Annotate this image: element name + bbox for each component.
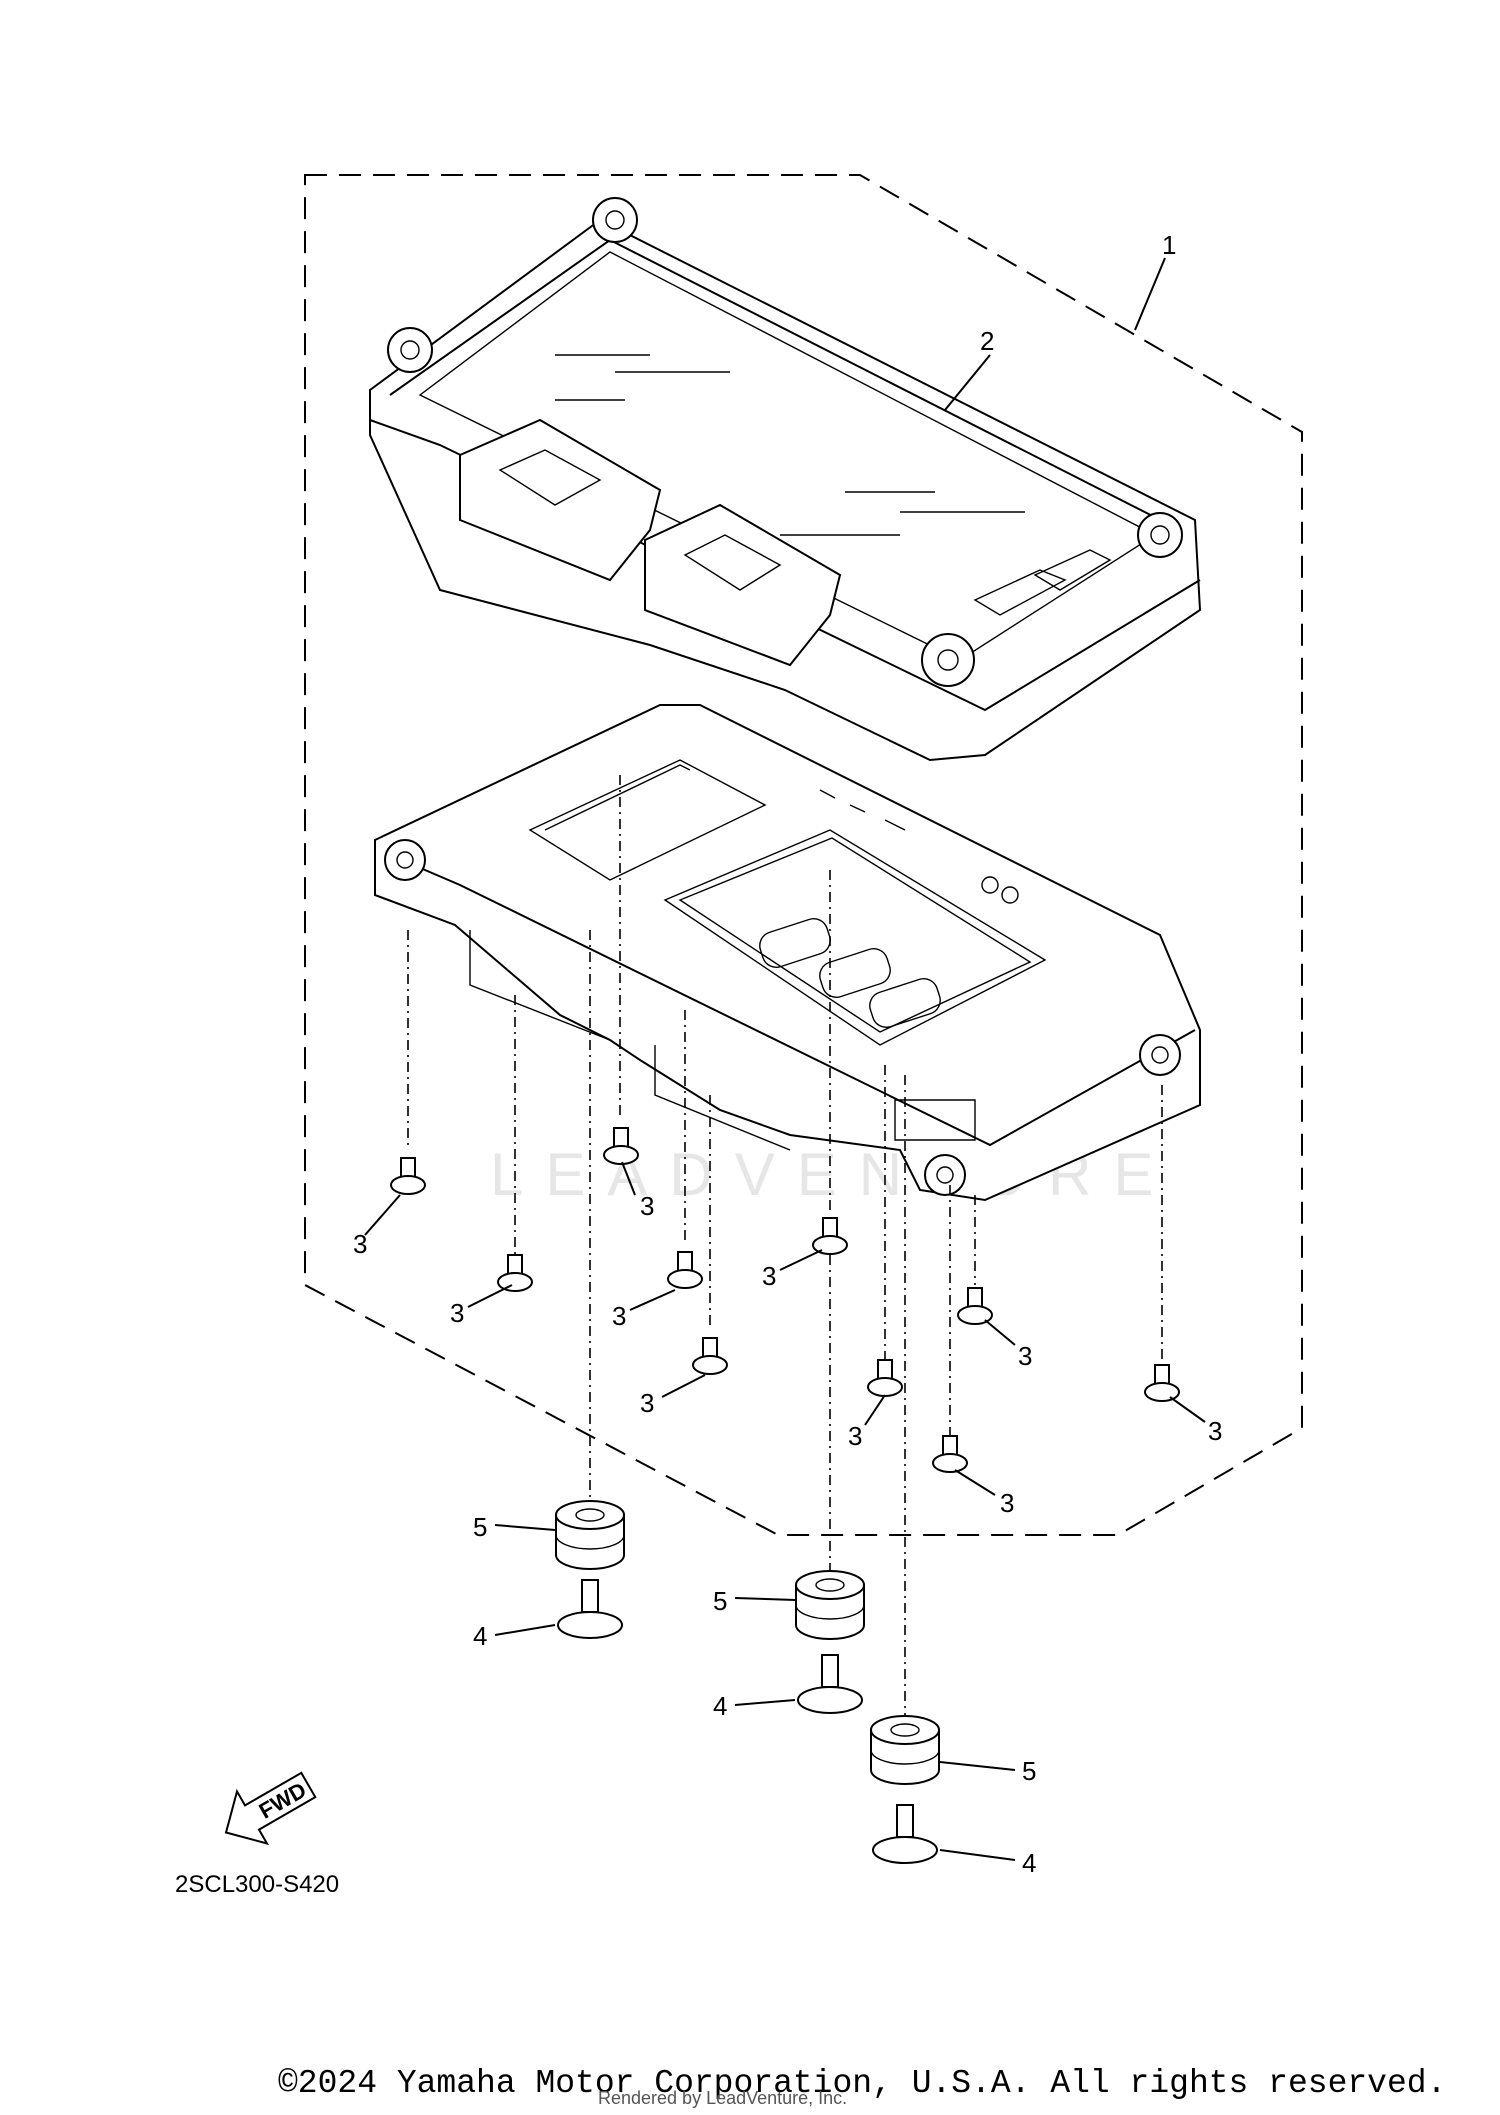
screw-9 [932,1435,968,1473]
screws [390,1127,1180,1473]
callout-3d: 3 [612,1301,626,1331]
callout-3b: 3 [450,1298,464,1328]
meter-cover [369,197,1202,762]
dampers [555,1500,940,1785]
screw-8 [867,1359,903,1397]
callout-3j: 3 [1208,1416,1222,1446]
callout-4c: 4 [1022,1848,1036,1878]
bolt-1 [557,1579,623,1639]
screw-3 [497,1254,533,1292]
screw-5 [812,1217,848,1255]
callout-3g: 3 [1018,1341,1032,1371]
alignment-lines [407,775,1163,1750]
callout-3a: 3 [353,1229,367,1259]
damper-1 [555,1500,625,1570]
assembly-boundary [304,174,1303,1536]
callout-1: 1 [1162,230,1176,260]
diagram-code: 2SCL300-S420 [175,1871,339,1898]
fwd-arrow: FWD [224,1771,317,1846]
copyright: ©2024 Yamaha Motor Corporation, U.S.A. A… [278,2065,1446,2102]
callout-3h: 3 [848,1421,862,1451]
damper-2 [795,1570,865,1640]
callout-labels: 1 2 3 3 3 3 3 3 3 3 3 3 5 5 5 4 4 4 [353,230,1222,1878]
meter-housing [374,704,1201,1202]
callout-3i: 3 [1000,1488,1014,1518]
leader-lines [364,257,1206,1861]
callout-3f: 3 [640,1388,654,1418]
callout-4b: 4 [713,1691,727,1721]
callout-5b: 5 [713,1586,727,1616]
screw-1 [390,1157,426,1195]
bolt-3 [872,1804,938,1864]
callout-3c: 3 [640,1191,654,1221]
callout-5a: 5 [473,1512,487,1542]
bolts [557,1579,938,1864]
callout-3e: 3 [762,1261,776,1291]
rendered-by: Rendered by LeadVenture, Inc. [598,2088,847,2108]
screw-7 [957,1287,993,1325]
callout-5c: 5 [1022,1756,1036,1786]
callout-2: 2 [980,326,994,356]
bolt-2 [797,1654,863,1714]
screw-10 [1144,1364,1180,1402]
damper-3 [870,1715,940,1785]
screw-4 [667,1251,703,1289]
screw-2 [603,1127,639,1165]
callout-4a: 4 [473,1621,487,1651]
screw-6 [692,1337,728,1375]
